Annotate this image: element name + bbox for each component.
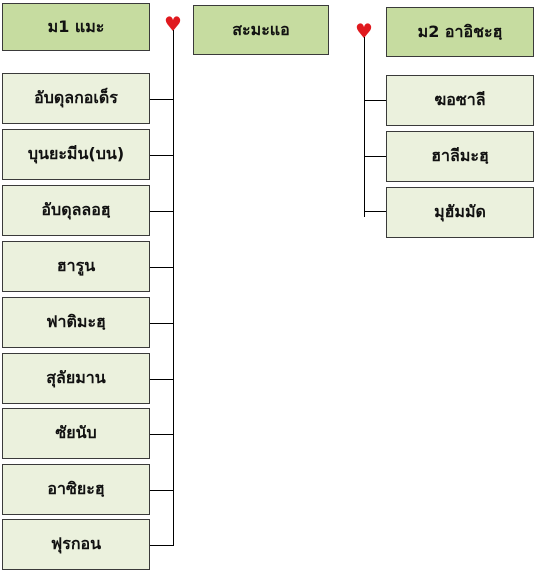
- left-connector-trunk: [173, 30, 174, 546]
- right-connector-trunk: [364, 37, 365, 217]
- left-child-box: ฮารูน: [2, 241, 150, 292]
- right-child-box: ฆอซาลี: [386, 75, 534, 126]
- right-child-box: ฮาลีมะฮฺ: [386, 131, 534, 182]
- left-child-box: อับดุลกอเด็ร: [2, 73, 150, 124]
- right-connector-branch: [364, 156, 386, 157]
- left-child-box: อับดุลลอฮฺ: [2, 185, 150, 236]
- left-child-box: สุลัยมาน: [2, 353, 150, 404]
- left-child-box: บุนยะมีน(บน): [2, 129, 150, 180]
- left-connector-branch: [150, 211, 174, 212]
- left-child-box: อาซิยะฮฺ: [2, 464, 150, 515]
- left-connector-branch: [150, 490, 174, 491]
- left-child-box: ซัยนับ: [2, 408, 150, 459]
- heart-icon: ♥: [164, 12, 182, 36]
- left-connector-branch: [150, 155, 174, 156]
- heart-icon: ♥: [355, 19, 373, 43]
- right-connector-branch: [364, 211, 386, 212]
- left-connector-branch: [150, 379, 174, 380]
- right-parent-box: ม2 อาอิชะฮฺ: [386, 7, 534, 57]
- left-parent-box: ม1 แมะ: [2, 3, 150, 51]
- left-connector-branch: [150, 99, 174, 100]
- right-child-box: มุฮัมมัด: [386, 187, 534, 238]
- right-connector-branch: [364, 100, 386, 101]
- left-connector-branch: [150, 434, 174, 435]
- left-connector-branch: [150, 323, 174, 324]
- left-connector-branch: [150, 267, 174, 268]
- left-child-box: ฟุรกอน: [2, 519, 150, 570]
- middle-parent-box: สะมะแอ: [193, 5, 329, 55]
- left-child-box: ฟาติมะฮฺ: [2, 297, 150, 348]
- left-connector-branch: [150, 545, 174, 546]
